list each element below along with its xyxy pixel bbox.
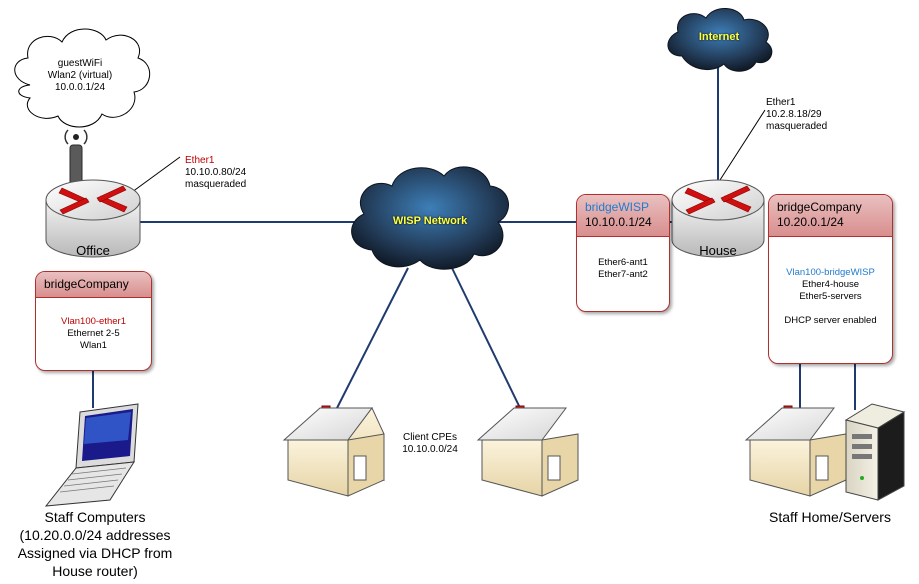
office-router-icon	[45, 179, 141, 258]
office-ether-iface: Ether1	[185, 155, 215, 166]
house-bridge-port-vlan: Vlan100-bridgeWISP	[786, 267, 875, 278]
office-bridge-title: bridgeCompany	[36, 272, 151, 298]
cpe-house-left-icon	[282, 405, 385, 497]
cpe-house-right-icon	[476, 405, 579, 497]
house-bridge-header: bridgeCompany 10.20.0.1/24	[769, 195, 892, 237]
house-bridge-box: bridgeCompany 10.20.0.1/24 Vlan100-bridg…	[768, 194, 893, 364]
link-wisp-cpe-right	[451, 267, 523, 413]
wisp-bridge-ip: 10.10.0.1/24	[585, 215, 652, 229]
office-bridge-port-vlan: Vlan100-ether1	[61, 316, 126, 327]
laptop-icon	[44, 403, 139, 507]
wisp-network-label: WISP Network	[392, 215, 468, 227]
server-icon	[844, 403, 906, 501]
office-bridge-port-wlan: Wlan1	[80, 340, 107, 351]
links	[92, 65, 856, 413]
office-router-label: Office	[76, 243, 110, 258]
callouts	[127, 109, 766, 196]
client-cpe-title: Client CPEs	[403, 432, 457, 443]
internet-cloud-icon	[667, 8, 773, 72]
staff-computers-source: House router)	[52, 563, 138, 579]
internet-label: Internet	[698, 31, 740, 43]
wisp-bridge-port-ant1: Ether6-ant1	[598, 257, 648, 268]
guestwifi-label: guestWiFi Wlan2 (virtual) 10.0.0.1/24	[30, 58, 130, 94]
office-bridge-box: bridgeCompany Vlan100-ether1 Ethernet 2-…	[35, 271, 152, 371]
guestwifi-ssid: guestWiFi	[57, 58, 103, 69]
staff-computers-title: Staff Computers	[44, 509, 146, 525]
guestwifi-bubble	[14, 28, 150, 128]
house-bridge-dhcp: DHCP server enabled	[784, 315, 877, 326]
wisp-bridge-title: bridgeWISP	[585, 200, 650, 214]
wisp-bridge-header: bridgeWISP 10.10.0.1/24	[577, 195, 669, 237]
wisp-bridge-port-ant2: Ether7-ant2	[598, 269, 648, 280]
office-ether-ip: 10.10.0.80/24	[185, 167, 247, 178]
house-ether-nat: masqueraded	[766, 121, 828, 132]
staff-home-icon	[744, 405, 847, 497]
client-cpe-label: Client CPEs 10.10.0.0/24	[390, 432, 470, 456]
wisp-cloud-icon	[351, 166, 509, 270]
house-bridge-port-house: Ether4-house	[801, 279, 860, 290]
staff-home-servers-label: Staff Home/Servers	[769, 509, 891, 525]
staff-computers-label: Staff Computers (10.20.0.0/24 addresses …	[0, 508, 190, 580]
house-ether-ip: 10.2.8.18/29	[766, 109, 822, 120]
house-ether-label: Ether1 10.2.8.18/29 masqueraded	[766, 97, 827, 133]
house-bridge-title: bridgeCompany	[777, 200, 862, 214]
house-bridge-port-servers: Ether5-servers	[799, 291, 862, 302]
house-router-icon	[671, 179, 765, 258]
client-cpe-subnet: 10.10.0.0/24	[402, 444, 458, 455]
office-ether-nat: masqueraded	[185, 179, 247, 190]
guestwifi-interface: Wlan2 (virtual)	[47, 70, 113, 81]
house-router-label: House	[699, 243, 737, 258]
staff-computers-dhcp: Assigned via DHCP from	[17, 545, 173, 561]
link-wisp-cpe-left	[334, 267, 409, 413]
office-antenna-icon	[64, 129, 88, 186]
office-bridge-port-ethernet: Ethernet 2-5	[67, 328, 120, 339]
staff-computers-subnet: (10.20.0.0/24 addresses	[19, 527, 171, 543]
house-bridge-ip: 10.20.0.1/24	[777, 215, 844, 229]
wisp-bridge-box: bridgeWISP 10.10.0.1/24 Ether6-ant1 Ethe…	[576, 194, 670, 312]
guestwifi-ip: 10.0.0.1/24	[54, 82, 106, 93]
house-ether-iface: Ether1	[766, 97, 796, 108]
office-ether-label: Ether1 10.10.0.80/24 masqueraded	[185, 155, 246, 191]
